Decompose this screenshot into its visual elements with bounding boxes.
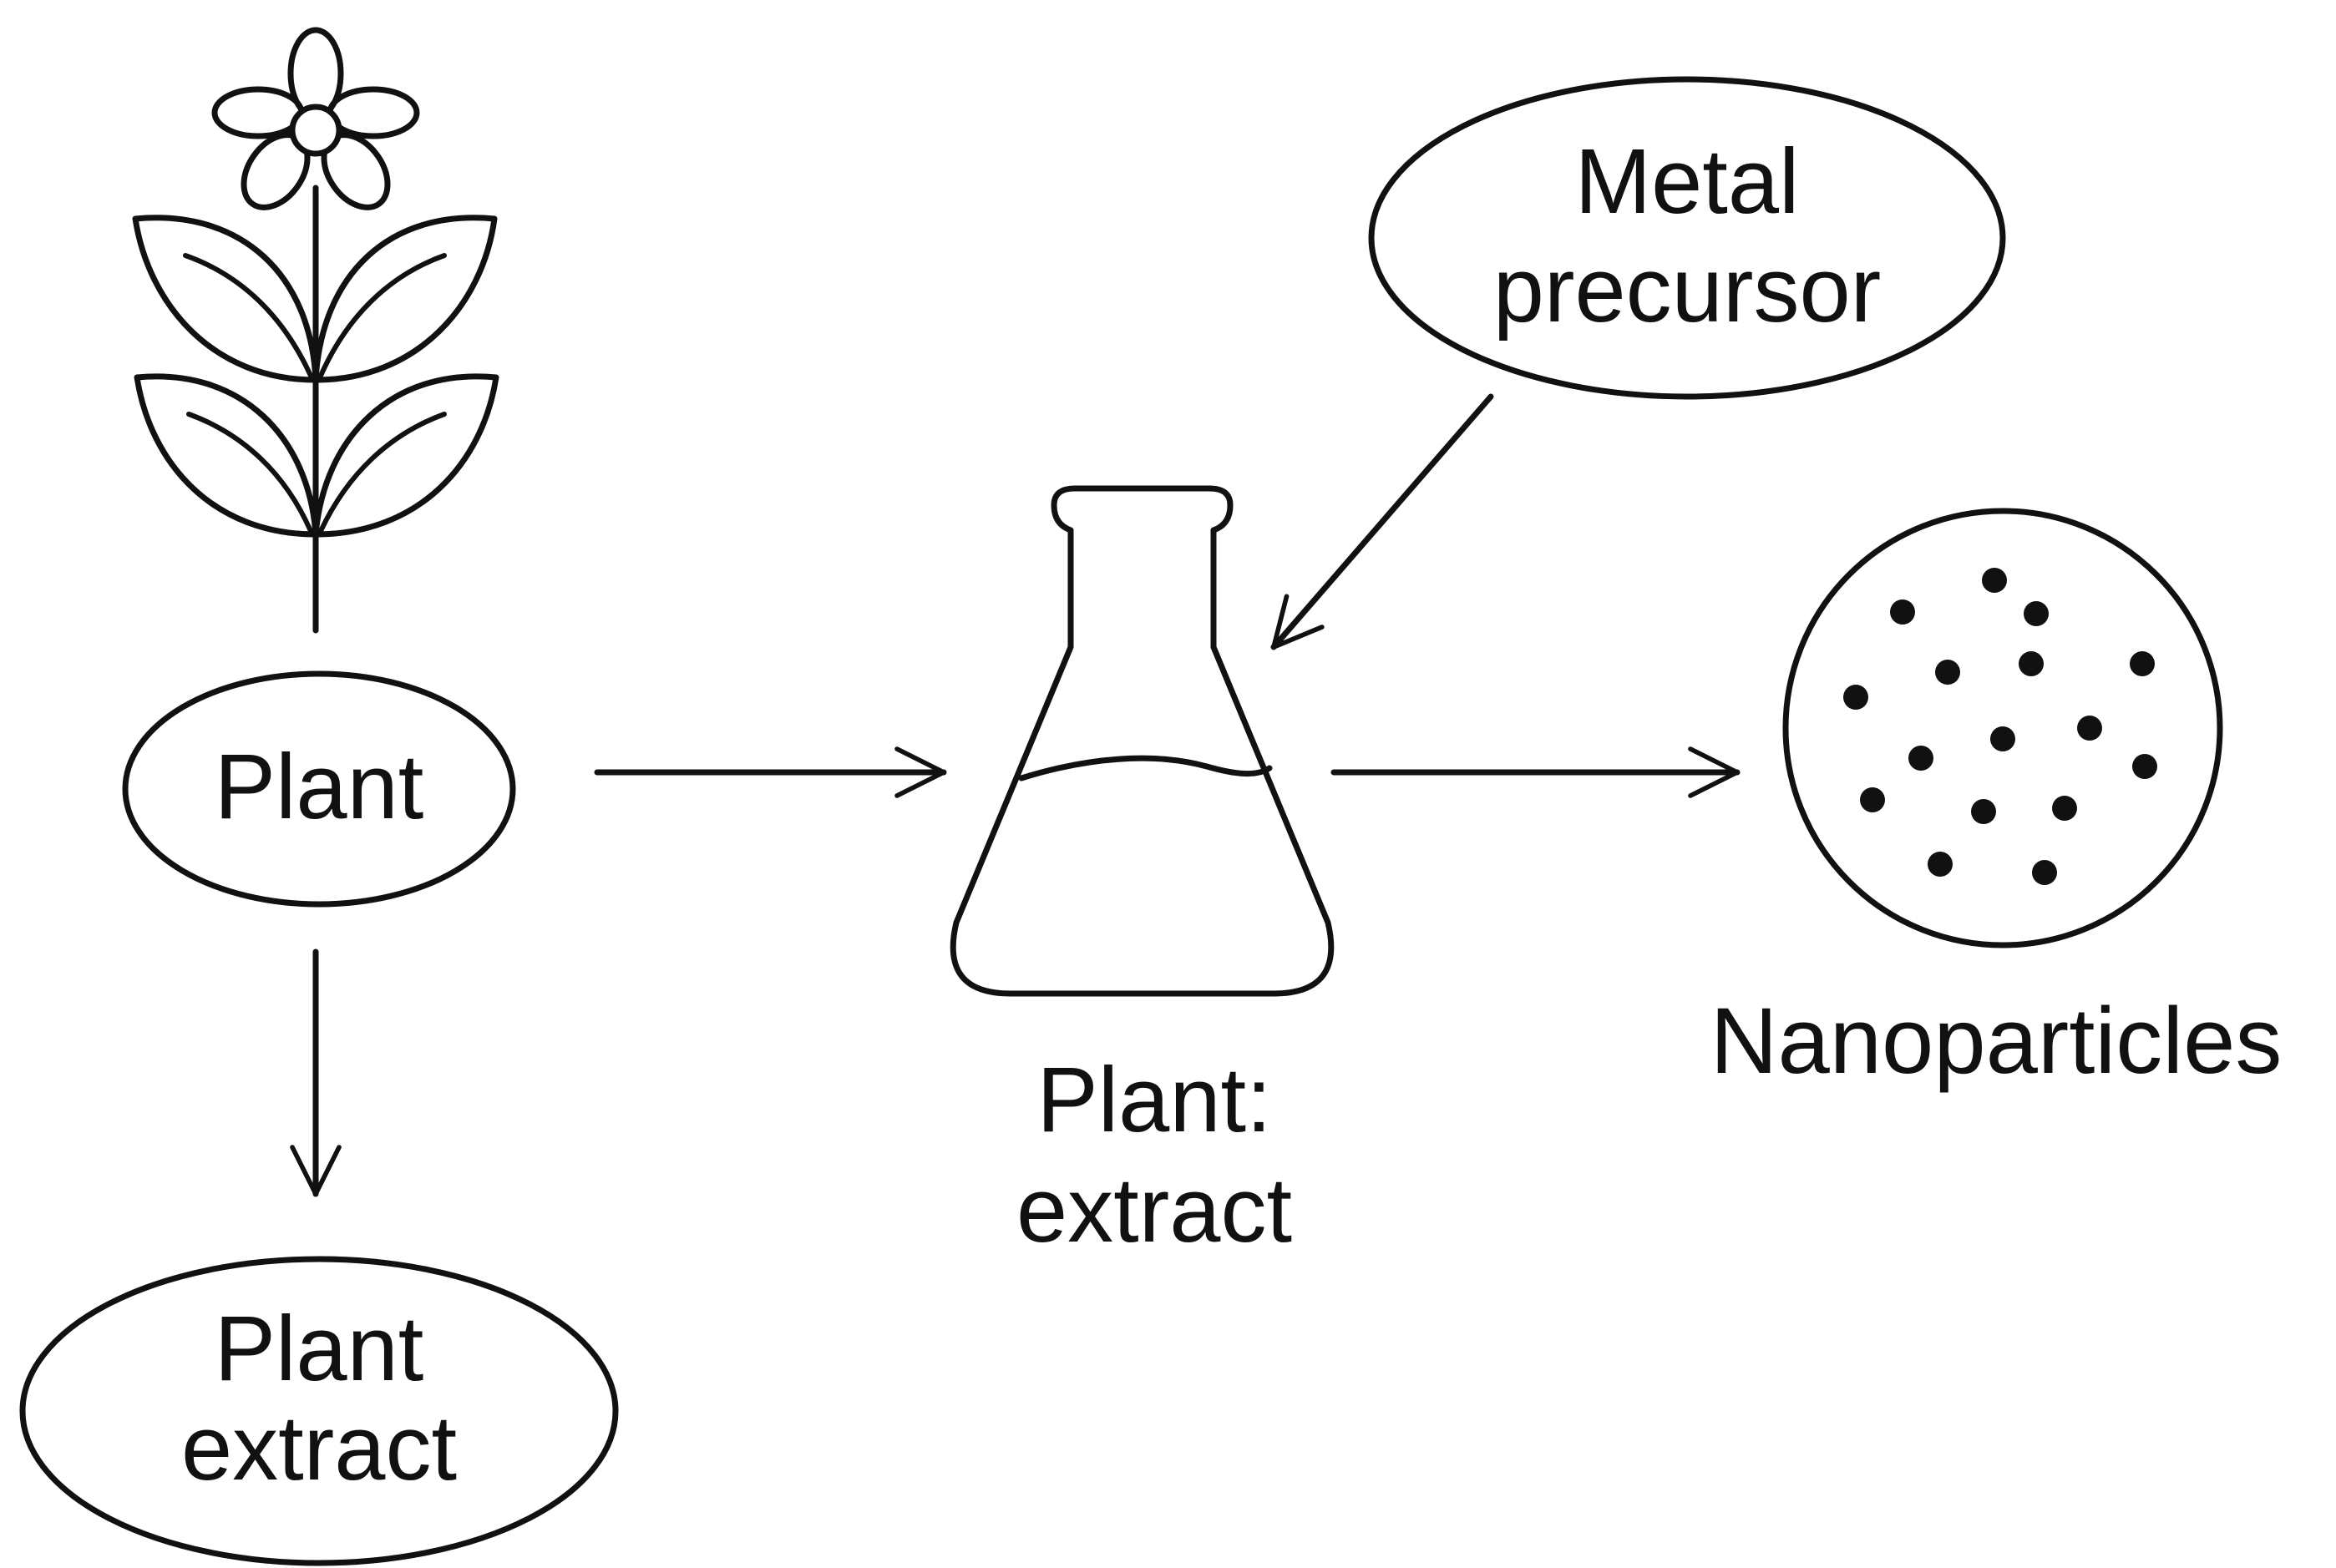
metal-precursor-label-line2: precursor — [1493, 239, 1882, 341]
erlenmeyer-flask-icon — [950, 485, 1335, 997]
flask-label-line2: extract — [1016, 1159, 1292, 1262]
upper-left-leaf-icon — [132, 215, 319, 383]
flask-node-label: Plant: extract — [1016, 1049, 1292, 1262]
lower-left-leaf-icon — [134, 373, 319, 538]
metal-precursor-node: Metal precursor — [1368, 76, 2006, 400]
plant-extract-node: Plant extract — [19, 1256, 619, 1566]
flowering-plant-icon — [132, 27, 499, 634]
plant-extract-label-line2: extract — [181, 1397, 457, 1500]
nanoparticles-label: Nanoparticles — [1710, 989, 2283, 1093]
upper-right-leaf-icon — [312, 215, 498, 383]
nanoparticle-dish-icon — [1782, 508, 2223, 948]
nanoparticle-dots — [1843, 568, 2157, 885]
plant-node: Plant — [122, 670, 516, 908]
lower-right-leaf-icon — [312, 373, 499, 538]
metal-precursor-label-line1: Metal — [1575, 130, 1800, 233]
flask-label-line1: Plant: — [1036, 1049, 1271, 1151]
liquid-surface — [1018, 755, 1273, 781]
flower-icon — [211, 27, 420, 210]
plant-extract-label-line1: Plant — [215, 1297, 424, 1400]
plant-label: Plant — [215, 736, 424, 838]
arrow-precursor-to-flask — [1270, 393, 1494, 650]
